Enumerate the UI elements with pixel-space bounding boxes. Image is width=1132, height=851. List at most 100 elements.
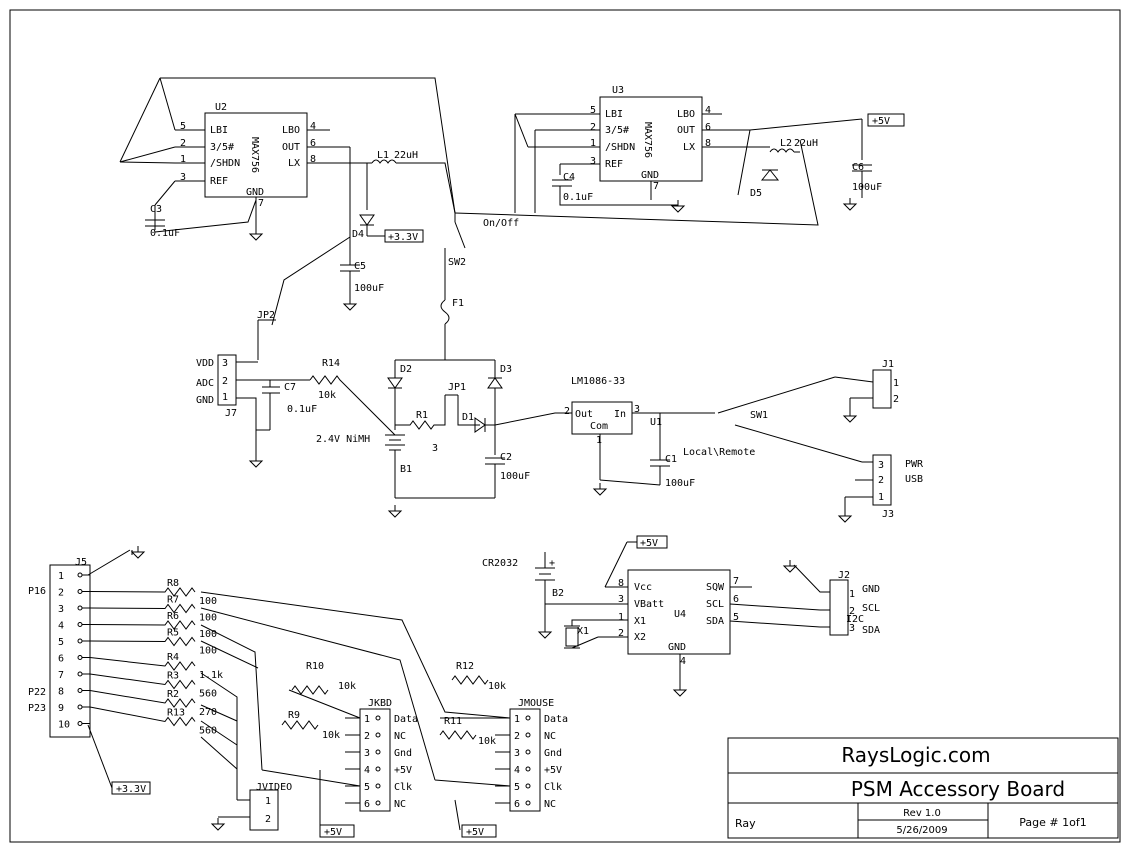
svg-text:8: 8 (618, 578, 624, 589)
svg-text:Com: Com (590, 421, 608, 432)
svg-text:3: 3 (849, 623, 855, 634)
svg-text:6: 6 (310, 138, 316, 149)
svg-text:MAX756: MAX756 (642, 122, 653, 158)
jmouse-pin-1: 1 (514, 714, 520, 725)
svg-text:D3: D3 (500, 364, 512, 375)
svg-text:GND: GND (641, 170, 659, 181)
svg-text:J1: J1 (882, 359, 894, 370)
svg-text:R14: R14 (322, 358, 340, 369)
title-block: RaysLogic.com PSM Accessory Board Ray Re… (727, 737, 1119, 839)
svg-text:+5V: +5V (640, 538, 658, 549)
jkbd-pin-label: Clk (394, 782, 412, 793)
j5-pin-10: 10 (58, 720, 70, 731)
svg-text:/SHDN: /SHDN (210, 158, 240, 169)
svg-text:Vcc: Vcc (634, 582, 652, 593)
jkbd-pin-2: 2 (364, 731, 370, 742)
svg-text:SCL: SCL (706, 599, 724, 610)
j5-pin-7: 7 (58, 670, 64, 681)
series-resistor-ref: R7 (167, 595, 179, 606)
svg-text:R12: R12 (456, 661, 474, 672)
svg-text:2: 2 (849, 606, 855, 617)
svg-text:3: 3 (432, 443, 438, 454)
series-resistor-ref: R5 (167, 628, 179, 639)
page-number: Page # 1of1 (1019, 816, 1086, 829)
j5-pin-9: 9 (58, 703, 64, 714)
svg-text:D1: D1 (462, 412, 474, 423)
series-resistor-ref: R2 (167, 689, 179, 700)
series-resistor-value: 1.1k (199, 670, 223, 681)
jmouse-pin-2: 2 (514, 731, 520, 742)
svg-text:SW2: SW2 (448, 257, 466, 268)
svg-text:ADC: ADC (196, 378, 214, 389)
series-resistor-value: 560 (199, 726, 217, 737)
svg-text:On/Off: On/Off (483, 218, 519, 229)
series-resistor-ref: R4 (167, 652, 179, 663)
svg-text:3: 3 (878, 460, 884, 471)
svg-text:P23: P23 (28, 703, 46, 714)
series-resistor-value: 100 (199, 646, 217, 657)
j5-pin-1: 1 (58, 571, 64, 582)
series-resistor-value: 100 (199, 613, 217, 624)
svg-text:P22: P22 (28, 687, 46, 698)
svg-text:4: 4 (310, 121, 316, 132)
svg-text:C1: C1 (665, 454, 677, 465)
svg-text:I2C: I2C (846, 614, 864, 625)
svg-text:GND: GND (246, 187, 264, 198)
svg-text:LBI: LBI (605, 109, 623, 120)
svg-text:10k: 10k (322, 730, 340, 741)
date: 5/26/2009 (896, 825, 947, 836)
svg-text:In: In (614, 409, 626, 420)
revision: Rev 1.0 (903, 808, 941, 819)
board-title: PSM Accessory Board (851, 777, 1065, 801)
jkbd-pin-label: Gnd (394, 748, 412, 759)
svg-text:GND: GND (196, 395, 214, 406)
svg-text:4: 4 (680, 656, 686, 667)
svg-text:7: 7 (258, 198, 264, 209)
svg-text:GND: GND (668, 642, 686, 653)
series-resistor-ref: R6 (167, 611, 179, 622)
svg-text:6: 6 (705, 122, 711, 133)
jmouse-pin-label: Clk (544, 782, 562, 793)
svg-text:F1: F1 (452, 298, 464, 309)
series-resistor-value: 560 (199, 689, 217, 700)
svg-text:D4: D4 (352, 229, 364, 240)
svg-text:Out: Out (575, 409, 593, 420)
svg-text:C2: C2 (500, 452, 512, 463)
svg-text:J5: J5 (75, 557, 87, 568)
j5-pin-2: 2 (58, 588, 64, 599)
svg-text:U1: U1 (650, 417, 662, 428)
svg-text:2: 2 (618, 628, 624, 639)
jkbd-pin-5: 5 (364, 782, 370, 793)
jmouse-pin-label: Gnd (544, 748, 562, 759)
jmouse-pin-3: 3 (514, 748, 520, 759)
svg-text:R11: R11 (444, 716, 462, 727)
svg-text:1: 1 (180, 154, 186, 165)
svg-text:7: 7 (733, 576, 739, 587)
svg-text:JMOUSE: JMOUSE (518, 698, 554, 709)
svg-text:JVIDEO: JVIDEO (256, 782, 292, 793)
jkbd-pin-3: 3 (364, 748, 370, 759)
svg-text:1: 1 (878, 492, 884, 503)
svg-text:C5: C5 (354, 261, 366, 272)
svg-text:J2: J2 (838, 570, 850, 581)
svg-text:OUT: OUT (677, 125, 695, 136)
svg-text:SQW: SQW (706, 582, 725, 593)
jmouse-pin-label: NC (544, 731, 556, 742)
svg-text:/SHDN: /SHDN (605, 142, 635, 153)
svg-text:C7: C7 (284, 382, 296, 393)
svg-text:CR2032: CR2032 (482, 558, 518, 569)
svg-text:R9: R9 (288, 710, 300, 721)
svg-text:SW1: SW1 (750, 410, 768, 421)
j5-pin-5: 5 (58, 637, 64, 648)
svg-text:VBatt: VBatt (634, 599, 664, 610)
j5-pin-8: 8 (58, 687, 64, 698)
svg-text:C6: C6 (852, 162, 864, 173)
svg-text:0.1uF: 0.1uF (287, 404, 317, 415)
svg-text:C4: C4 (563, 172, 575, 183)
jkbd-pin-label: +5V (394, 765, 412, 776)
svg-text:SDA: SDA (706, 616, 724, 627)
svg-text:3: 3 (618, 594, 624, 605)
svg-text:X2: X2 (634, 632, 646, 643)
svg-text:8: 8 (310, 154, 316, 165)
